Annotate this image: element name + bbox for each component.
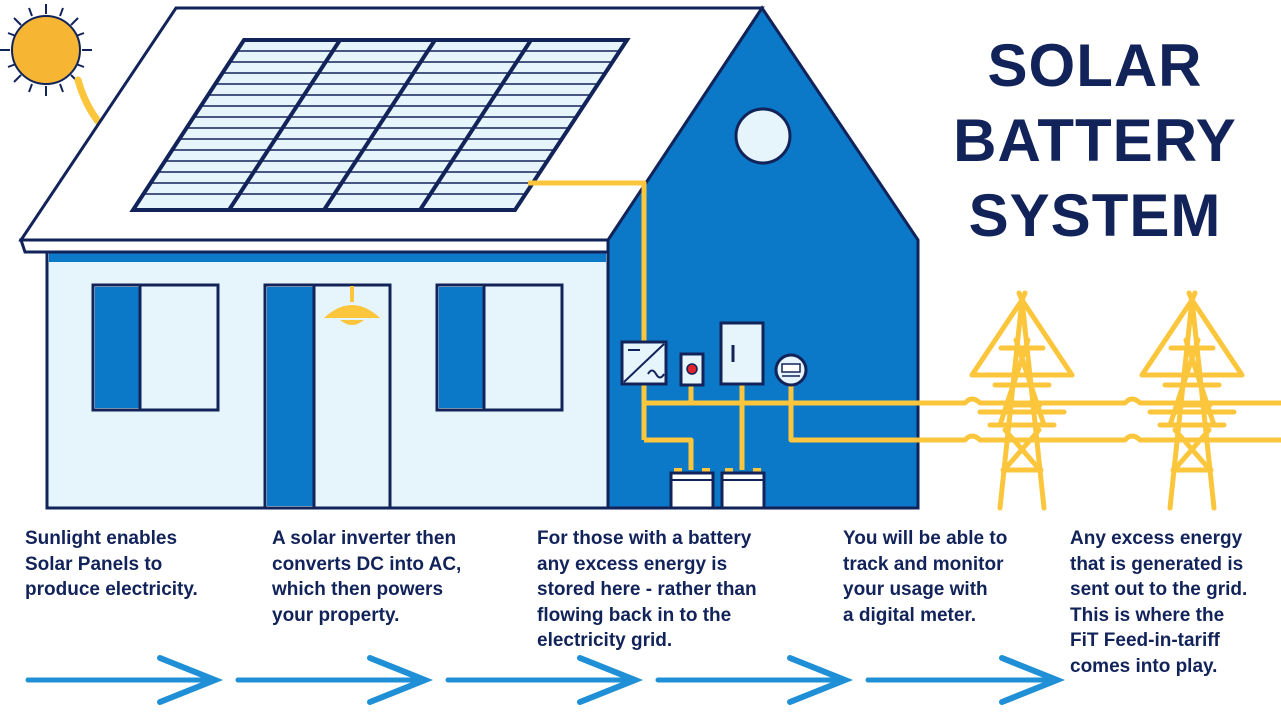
front-door <box>263 283 392 510</box>
step-line: Solar Panels to <box>25 553 163 575</box>
digital-meter-icon <box>774 353 808 387</box>
flow-arrow-icon-5 <box>865 655 1066 705</box>
battery-icon <box>669 468 715 510</box>
step-line: A solar inverter then <box>272 528 457 549</box>
pylon-icon <box>969 290 1075 511</box>
step-line: that is generated is <box>1070 553 1244 575</box>
flow-arrow-icon-3 <box>445 655 644 705</box>
ceiling-lamp-icon <box>324 286 380 325</box>
step-battery: For those with a battery any excess ener… <box>537 526 757 654</box>
battery-icon-2 <box>720 468 766 510</box>
title-line-1: SOLAR <box>987 32 1203 99</box>
consumer-unit-icon <box>719 321 765 386</box>
step-meter: You will be able to track and monitor yo… <box>843 526 1007 628</box>
flow-arrow-icon-2 <box>235 655 434 705</box>
pylon-icon-2 <box>1139 290 1245 511</box>
step-line: stored here - rather than <box>537 579 757 600</box>
solar-panel-icon <box>129 38 631 212</box>
inverter-icon <box>620 340 668 386</box>
step-line: produce electricity. <box>25 579 198 600</box>
step-line: which then powers <box>272 579 444 600</box>
step-line: For those with a battery <box>537 528 752 549</box>
step-line: track and monitor <box>843 553 1004 575</box>
step-line: any excess energy is <box>537 553 728 575</box>
step-line: You will be able to <box>843 528 1008 549</box>
step-line: sent out to the grid. <box>1070 579 1248 600</box>
sun-icon <box>0 4 92 96</box>
step-line: your usage with <box>843 579 988 600</box>
window-right <box>435 283 564 412</box>
window-left <box>91 283 220 412</box>
step-line: flowing back in to the <box>537 604 732 626</box>
step-line: This is where the <box>1070 604 1225 626</box>
title-line-2: BATTERY <box>953 107 1237 174</box>
step-line: your property. <box>272 604 400 626</box>
flow-arrow-icon-4 <box>655 655 854 705</box>
step-grid: Any excess energy that is generated is s… <box>1070 526 1247 679</box>
flow-arrow-icon <box>25 655 224 705</box>
page-title: SOLAR BATTERY SYSTEM <box>950 28 1240 253</box>
step-sunlight: Sunlight enables Solar Panels to produce… <box>25 526 198 603</box>
step-inverter: A solar inverter then converts DC into A… <box>272 526 461 628</box>
step-line: FiT Feed-in-tariff <box>1070 630 1220 651</box>
step-line: converts DC into AC, <box>272 553 462 575</box>
step-line: electricity grid. <box>537 630 673 651</box>
step-line: a digital meter. <box>843 604 977 626</box>
step-line: Any excess energy <box>1070 528 1243 549</box>
round-window <box>734 107 792 165</box>
switch-icon <box>679 352 705 387</box>
title-line-3: SYSTEM <box>968 182 1222 249</box>
step-line: comes into play. <box>1070 655 1218 677</box>
step-line: Sunlight enables <box>25 528 178 549</box>
